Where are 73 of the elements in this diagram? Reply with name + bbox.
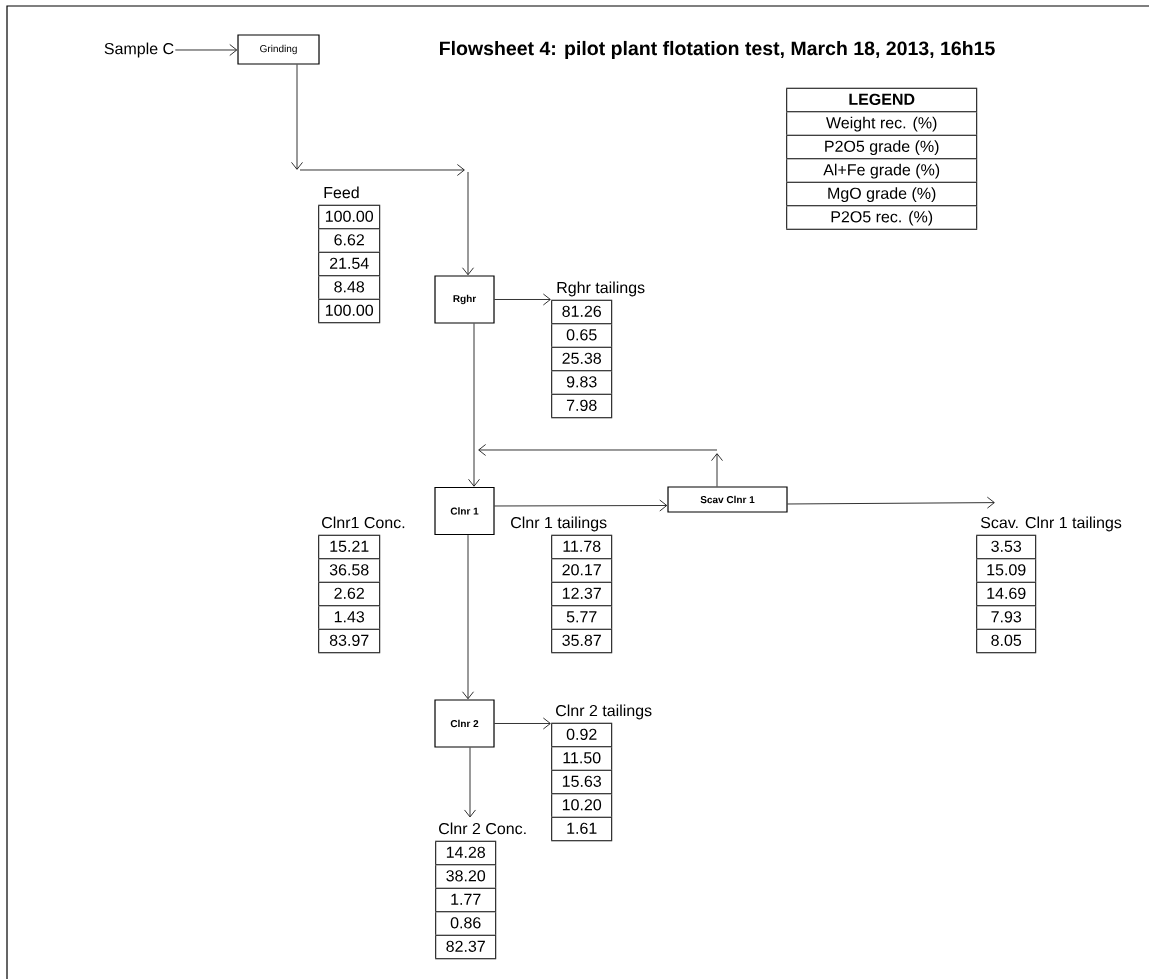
- flow-arrow: [787, 496, 995, 509]
- table-heading: Rghr tailings: [557, 281, 645, 297]
- table-cell: 9.83: [566, 376, 597, 388]
- flow-arrow: [494, 293, 551, 306]
- table-cell: MgO grade (%): [828, 187, 936, 203]
- table-cell: 82.37: [446, 940, 485, 952]
- table-heading: Clnr 2 Conc.: [439, 822, 526, 835]
- table-cell: 7.98: [566, 399, 597, 411]
- table-cell: 10.20: [562, 799, 602, 811]
- table-cell: 100.00: [325, 304, 374, 316]
- legend-table: [785, 87, 978, 230]
- flow-arrow: [494, 499, 668, 512]
- table-cell: 25.38: [562, 352, 601, 364]
- flow-arrow: [494, 717, 551, 730]
- table-heading: Clnr 1 tailings: [511, 516, 607, 532]
- table-cell: P2O5 grade (%): [825, 140, 939, 156]
- table-cell: 3.53: [991, 540, 1022, 552]
- table-cell: 15.63: [562, 775, 601, 787]
- flow-arrow: [174, 44, 238, 56]
- data-table: [317, 516, 405, 654]
- data-table: [317, 186, 381, 324]
- table-cell: 11.78: [563, 540, 601, 552]
- table-cell: 83.97: [329, 634, 369, 646]
- table-cell: 100.00: [325, 210, 374, 222]
- table-cell: 0.65: [566, 329, 597, 341]
- process-box: Clnr 1: [434, 486, 495, 536]
- flow-arrow: [291, 64, 474, 276]
- table-cell: 0.86: [450, 917, 481, 929]
- table-cell: P2O5 rec. (%): [831, 210, 933, 226]
- table-cell: 12.37: [562, 587, 601, 599]
- data-table: [550, 281, 645, 419]
- table-cell: 38.20: [446, 870, 486, 882]
- data-table: [434, 822, 526, 960]
- table-cell: 14.28: [446, 846, 485, 858]
- legend-heading: LEGEND: [849, 93, 915, 105]
- process-box: Grinding: [237, 34, 320, 65]
- flow-arrow: [464, 747, 476, 818]
- flow-arrow: [478, 444, 723, 487]
- table-heading: Clnr 2 tailings: [556, 704, 652, 720]
- table-cell: 20.17: [562, 564, 601, 576]
- table-heading: Clnr1 Conc.: [322, 516, 405, 529]
- table-cell: 15.09: [987, 564, 1026, 576]
- data-table: [550, 704, 652, 842]
- table-cell: 21.54: [330, 257, 369, 269]
- table-cell: 1.61: [567, 822, 597, 834]
- table-cell: 0.92: [566, 728, 597, 740]
- table-cell: 11.50: [563, 752, 601, 764]
- process-box: Clnr 2: [434, 699, 495, 748]
- table-cell: 8.05: [991, 634, 1022, 646]
- table-cell: Weight rec. (%): [826, 116, 937, 132]
- table-cell: 1.77: [451, 893, 481, 905]
- table-cell: 2.62: [334, 587, 364, 599]
- table-cell: 8.48: [334, 281, 365, 293]
- data-table: [511, 516, 613, 654]
- table-cell: 7.93: [991, 611, 1022, 623]
- table-cell: 6.62: [334, 234, 364, 246]
- table-cell: 15.21: [330, 540, 369, 552]
- table-cell: 81.26: [562, 305, 601, 317]
- table-cell: 35.87: [562, 634, 601, 646]
- flow-arrow: [462, 534, 474, 700]
- table-heading: Scav. Clnr 1 tailings: [980, 516, 1122, 532]
- flow-arrow: [468, 323, 480, 487]
- table-heading: Feed: [324, 186, 359, 199]
- table-cell: Al+Fe grade (%): [823, 163, 940, 179]
- table-cell: 1.43: [334, 611, 365, 623]
- table-cell: 36.58: [329, 564, 369, 576]
- stream-label: Sample C: [104, 42, 174, 58]
- process-box: Scav Clnr 1: [667, 486, 788, 513]
- table-cell: 5.77: [566, 611, 597, 623]
- process-box: Rghr: [434, 275, 495, 324]
- table-cell: 14.69: [987, 587, 1026, 599]
- data-table: [975, 516, 1122, 654]
- title: Flowsheet 4: pilot plant flotation test, March 18, 2013, 16h15: [440, 40, 995, 60]
